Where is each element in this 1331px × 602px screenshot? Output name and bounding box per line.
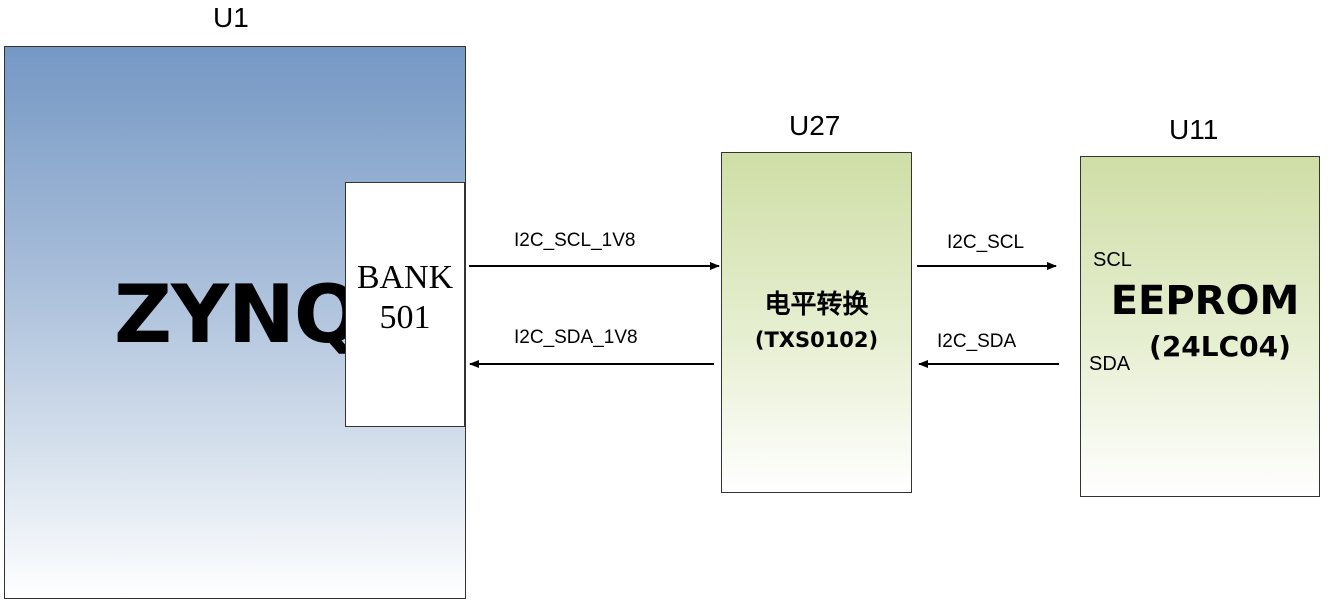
bank-label: BANK 501 xyxy=(345,258,465,338)
level-shifter-part-number: (TXS0102) xyxy=(754,328,879,352)
level-shifter-block xyxy=(721,152,912,493)
signal-label-sda: I2C_SDA xyxy=(937,331,1017,352)
eeprom-pin-sda: SDA xyxy=(1089,353,1131,375)
bank-label-line1: BANK xyxy=(356,259,454,296)
eeprom-part-number: (24LC04) xyxy=(1149,330,1291,363)
signal-label-scl: I2C_SCL xyxy=(947,232,1025,253)
u1-ref-label: U1 xyxy=(213,2,249,33)
u27-ref-label: U27 xyxy=(789,110,841,141)
u11-ref-label: U11 xyxy=(1169,114,1219,145)
bank-501-block xyxy=(345,182,465,427)
signal-label-sda-1v8: I2C_SDA_1V8 xyxy=(514,327,638,348)
signal-label-scl-1v8: I2C_SCL_1V8 xyxy=(514,230,636,251)
eeprom-pin-scl: SCL xyxy=(1093,249,1132,271)
eeprom-title: EEPROM xyxy=(1110,278,1300,324)
zynq-label: ZYNQ xyxy=(114,268,362,361)
level-shifter-title: 电平转换 xyxy=(764,290,869,320)
eeprom-block xyxy=(1080,156,1320,497)
bank-label-line2: 501 xyxy=(379,299,431,336)
